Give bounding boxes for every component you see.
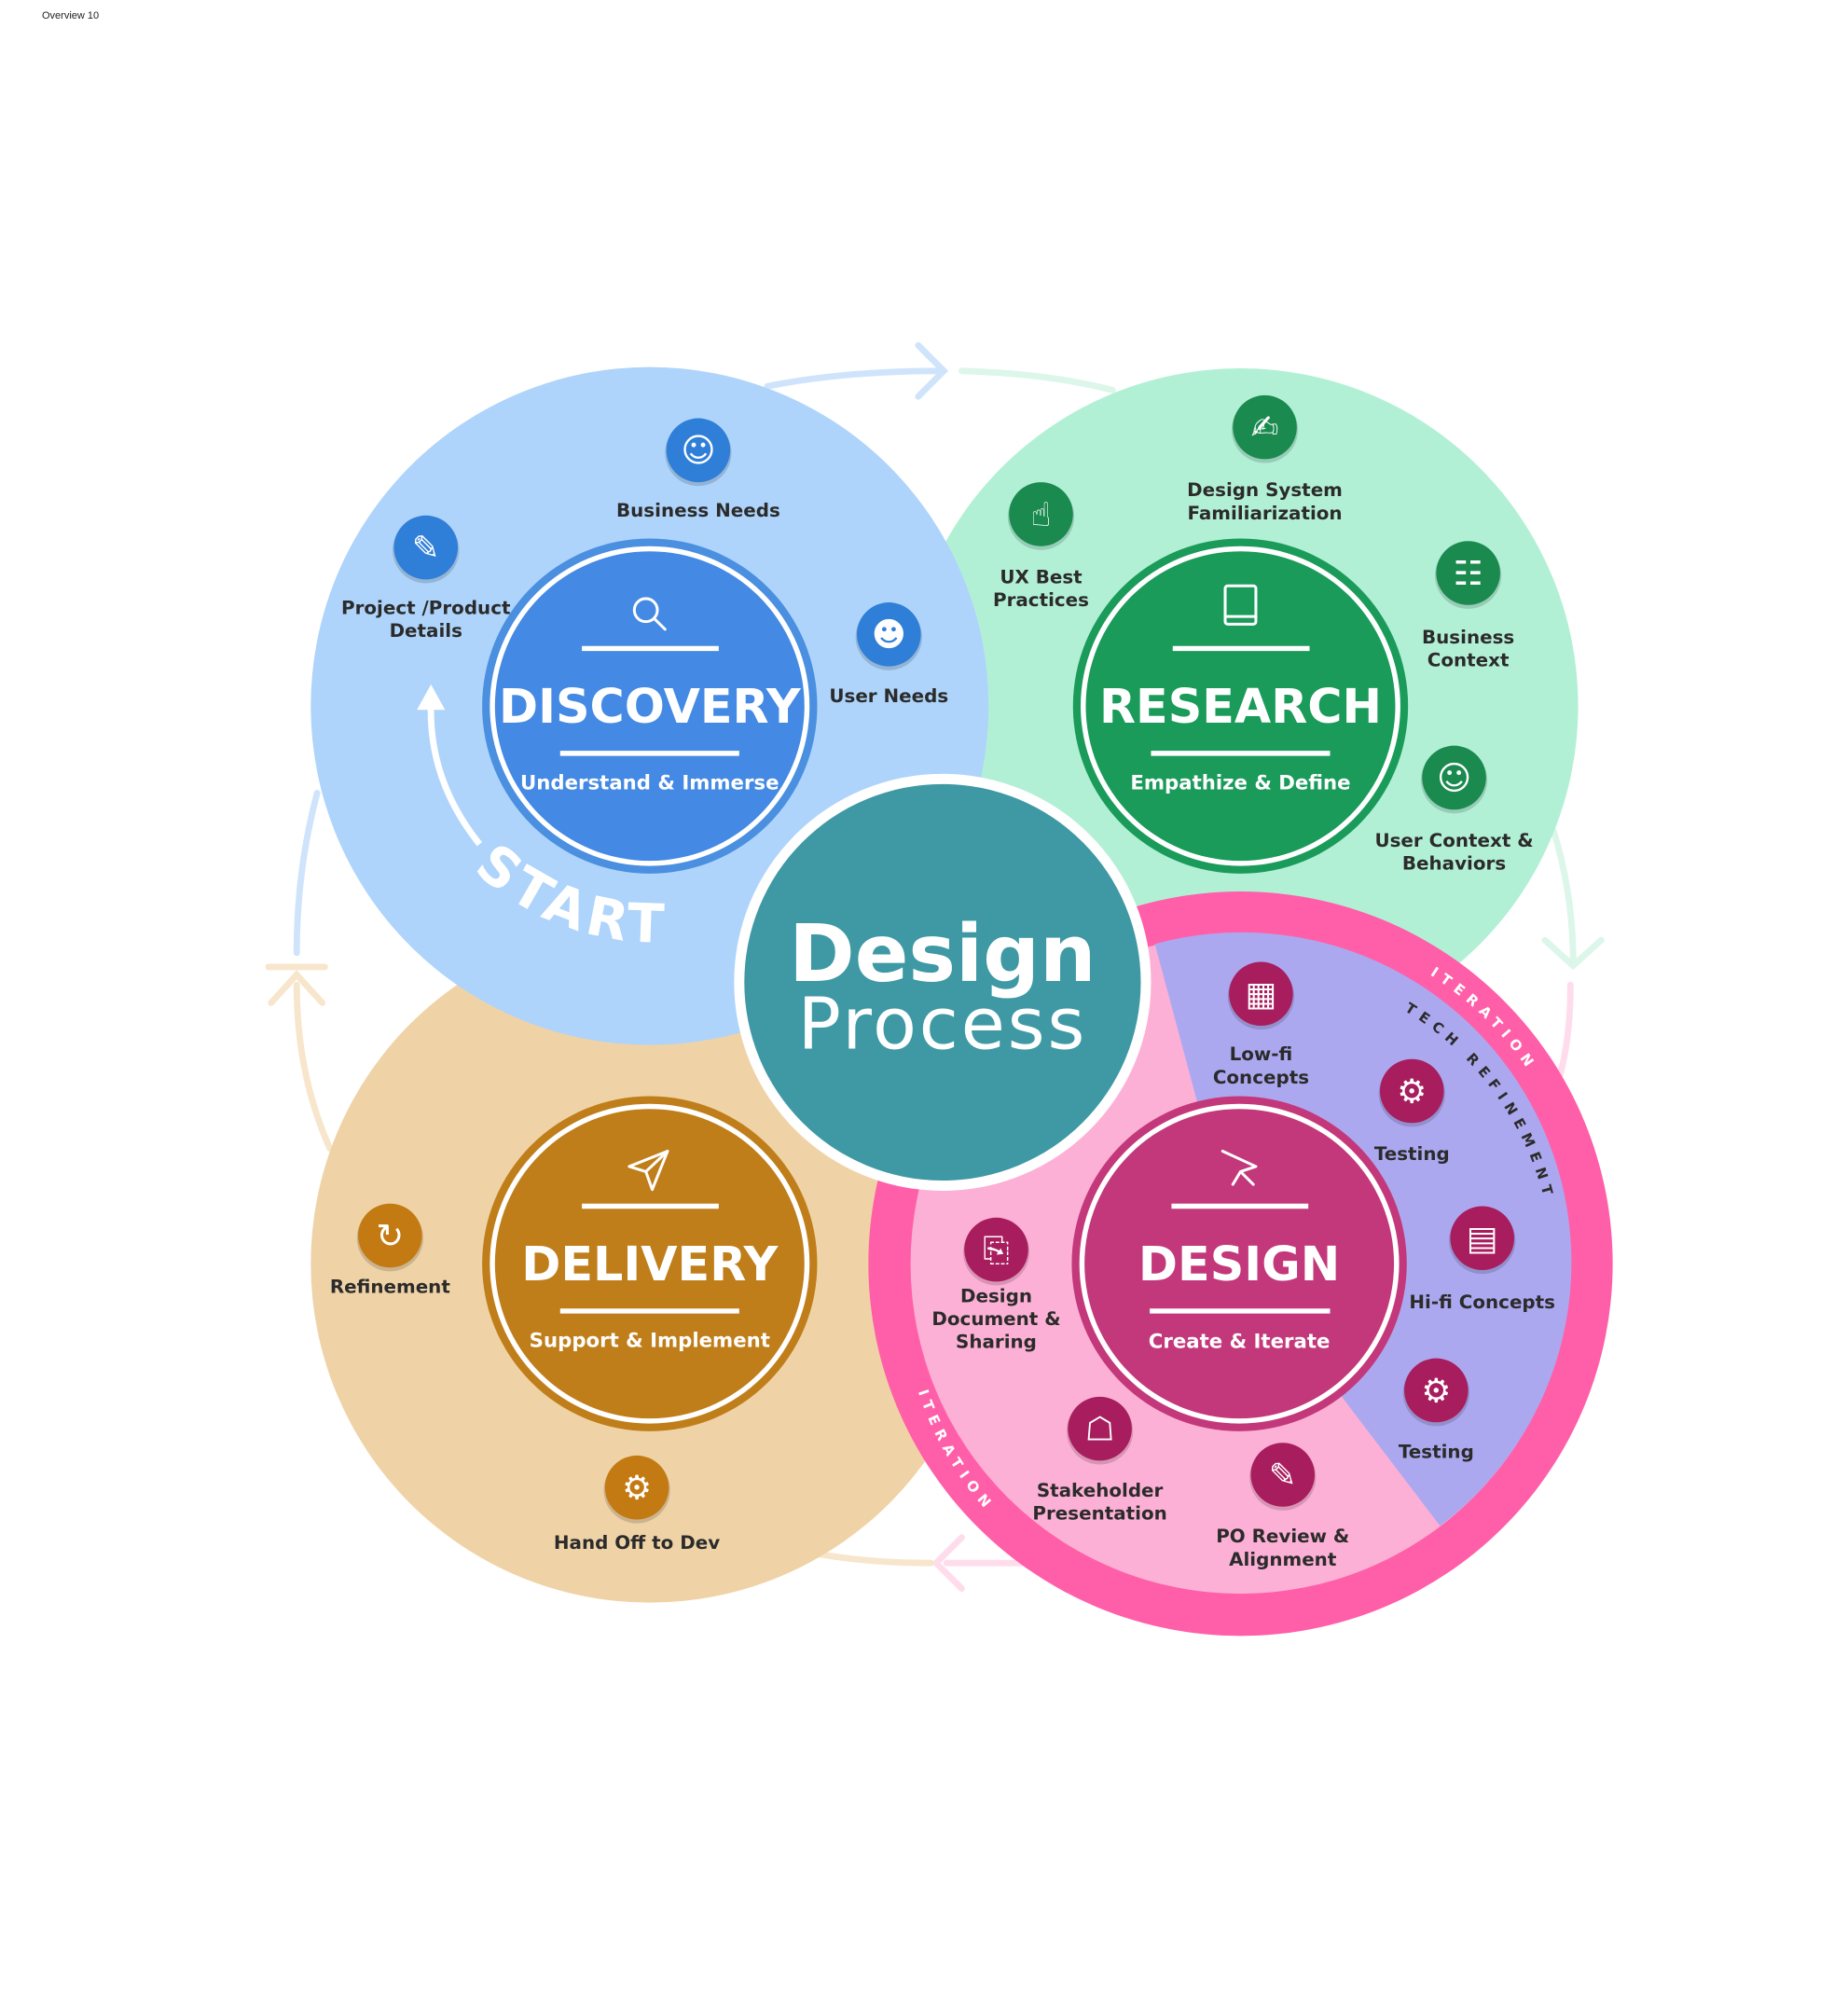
user-focus-icon: ☺: [1437, 759, 1471, 797]
step-business-needs[interactable]: ☺ Business Needs: [616, 418, 780, 522]
discovery-title: DISCOVERY: [499, 679, 802, 734]
gears-icon-badge: [1379, 1058, 1444, 1124]
step-label: Presentation: [1032, 1503, 1166, 1525]
wireframe-icon-badge: [1229, 961, 1293, 1027]
step-label: User Context &: [1374, 830, 1533, 851]
step-label: Design: [960, 1285, 1032, 1306]
report-document-icon: ☷: [1454, 555, 1483, 593]
step-label: Details: [390, 620, 462, 642]
step-label: Concepts: [1213, 1067, 1309, 1088]
cycle-icon-badge: [358, 1203, 422, 1268]
research-subtitle: Empathize & Define: [1130, 771, 1350, 794]
step-label: Project /Product: [341, 597, 511, 618]
design-subtitle: Create & Iterate: [1149, 1331, 1331, 1354]
step-label: Business: [1422, 627, 1514, 648]
document-edit-icon: ✎: [412, 529, 440, 567]
users-icon-badge: [856, 602, 921, 667]
design-board-icon: ✍: [1251, 408, 1279, 447]
touch-gesture-icon-badge: [1009, 482, 1073, 546]
cursor-icon: [1221, 1149, 1258, 1186]
book-icon: [1223, 584, 1258, 626]
step-label: Sharing: [956, 1332, 1037, 1353]
step-label: Behaviors: [1402, 853, 1506, 875]
wireframe-icon: ▦: [1246, 975, 1277, 1014]
research-phase[interactable]: RESEARCH Empathize & Define: [1072, 538, 1409, 874]
paper-plane-icon: [627, 1149, 669, 1192]
page-title: Overview 10: [42, 10, 100, 21]
step-label: Alignment: [1229, 1549, 1337, 1570]
document-edit-icon-badge: [393, 515, 459, 580]
center-title-line1: Design: [789, 908, 1096, 1001]
cycle-arrows: [265, 341, 1605, 1593]
step-hi-fi-concepts[interactable]: ▤ Hi-fi Concepts: [1409, 1206, 1555, 1313]
step-label: Testing: [1399, 1442, 1474, 1463]
user-focus-icon-badge: [1422, 745, 1486, 810]
gears-icon: ⚙: [1397, 1072, 1427, 1111]
presentation-icon: ☖: [1085, 1410, 1115, 1448]
presentation-icon-badge: [1068, 1396, 1132, 1461]
gears-icon: ⚙: [1421, 1372, 1451, 1410]
center-title-line2: Process: [798, 984, 1088, 1067]
code-bulb-icon-badge: [604, 1455, 669, 1520]
layout-icon-badge: [1450, 1206, 1515, 1271]
pen-review-icon: ✎: [1269, 1457, 1297, 1495]
delivery-phase[interactable]: DELIVERY Support & Implement: [482, 1096, 818, 1431]
step-label: Refinement: [330, 1277, 450, 1298]
step-label: Familiarization: [1187, 503, 1342, 524]
step-testing[interactable]: ⚙ Testing: [1374, 1058, 1450, 1165]
lightbulb-person-icon-badge: [666, 418, 731, 483]
step-refinement[interactable]: ↻ Refinement: [330, 1203, 450, 1298]
step-hand-off-to-dev[interactable]: ⚙ Hand Off to Dev: [554, 1455, 720, 1554]
design-board-icon-badge: [1233, 394, 1297, 460]
delivery-subtitle: Support & Implement: [530, 1329, 770, 1352]
step-po-review-alignment[interactable]: ✎ PO Review &Alignment: [1216, 1443, 1349, 1570]
design-phase[interactable]: DESIGN Create & Iterate: [1071, 1096, 1407, 1431]
step-label: Testing: [1374, 1143, 1450, 1165]
step-label: Hand Off to Dev: [554, 1532, 720, 1554]
delivery-title: DELIVERY: [521, 1236, 779, 1292]
pen-review-icon-badge: [1250, 1443, 1316, 1507]
code-bulb-icon: ⚙: [622, 1470, 652, 1508]
step-label: Hi-fi Concepts: [1409, 1292, 1555, 1313]
step-label: Low-fi: [1230, 1043, 1293, 1065]
step-label: User Needs: [829, 685, 948, 707]
document-share-icon: ⎘: [983, 1231, 1010, 1269]
step-label: Practices: [993, 589, 1089, 611]
step-label: PO Review &: [1216, 1526, 1349, 1547]
research-title: RESEARCH: [1099, 679, 1382, 734]
document-share-icon-badge: [964, 1217, 1028, 1282]
discovery-subtitle: Understand & Immerse: [520, 771, 779, 794]
design-process-center: Design Process: [734, 773, 1152, 1192]
step-label: Design System: [1187, 479, 1343, 501]
step-label: Business Needs: [616, 500, 780, 521]
layout-icon: ▤: [1467, 1220, 1498, 1258]
users-icon: ☻: [872, 616, 906, 655]
cycle-icon: ↻: [376, 1217, 404, 1255]
report-document-icon-badge: [1436, 541, 1500, 605]
design-title: DESIGN: [1138, 1236, 1340, 1292]
step-label: Document &: [931, 1308, 1060, 1330]
step-testing[interactable]: ⚙ Testing: [1399, 1358, 1474, 1463]
lightbulb-person-icon: ☺: [681, 432, 715, 470]
step-label: UX Best: [1000, 566, 1083, 587]
gears-icon-badge: [1404, 1358, 1469, 1423]
discovery-phase[interactable]: DISCOVERY Understand & Immerse: [482, 538, 818, 874]
step-label: Context: [1427, 650, 1510, 671]
step-label: Stakeholder: [1037, 1480, 1164, 1501]
step-user-needs[interactable]: ☻ User Needs: [829, 602, 948, 707]
touch-gesture-icon: ☝: [1031, 496, 1052, 534]
search-icon: [632, 597, 667, 631]
step-user-context-behaviors[interactable]: ☺ User Context &Behaviors: [1374, 745, 1534, 875]
